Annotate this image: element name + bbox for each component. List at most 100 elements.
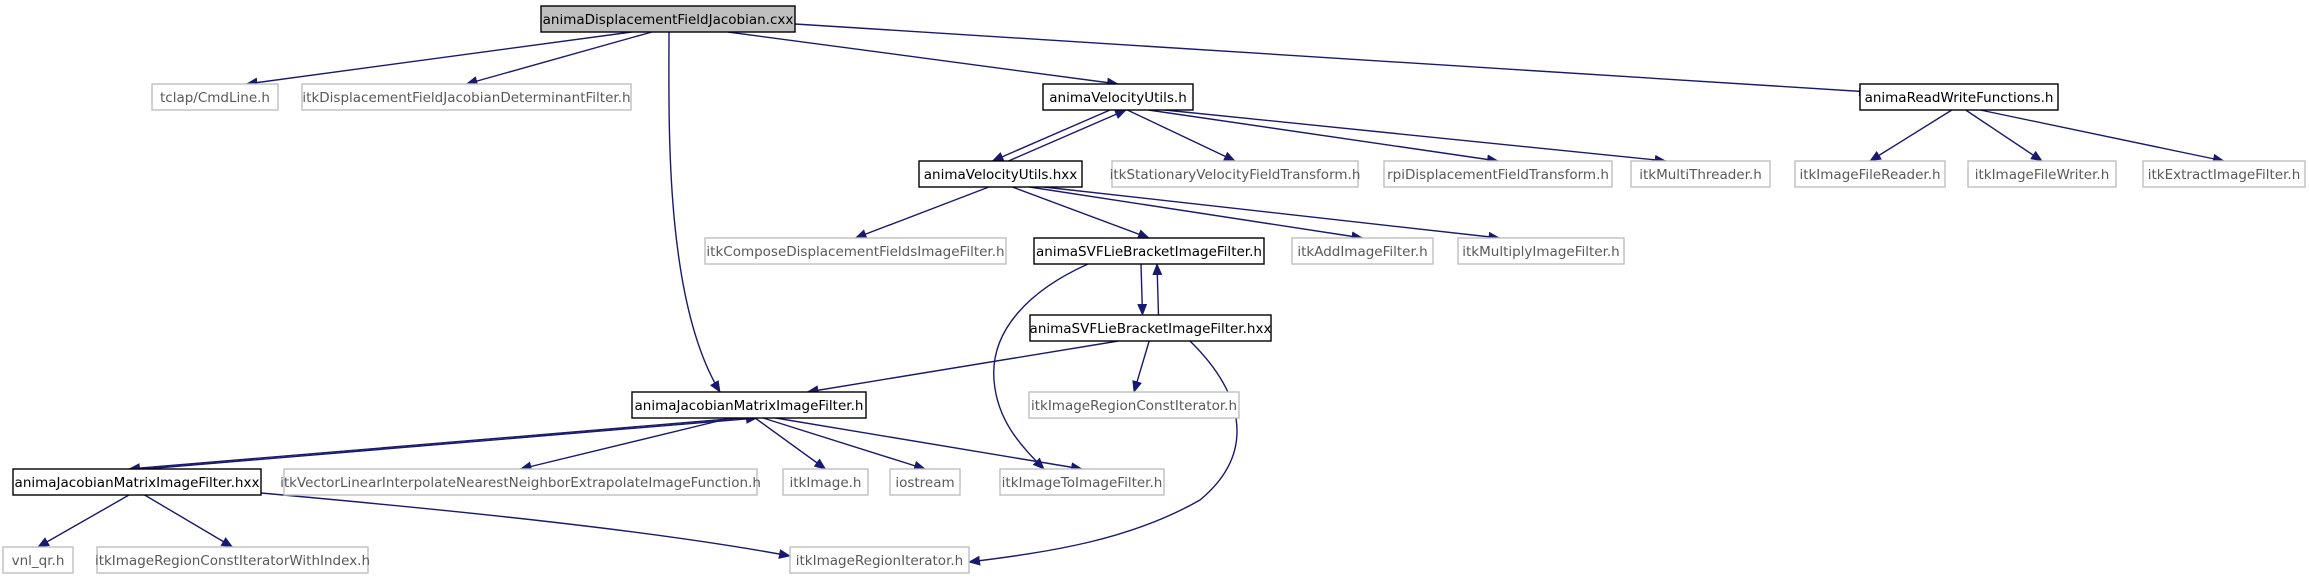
node-box (1630, 160, 1771, 188)
edge-root-to-velU (727, 31, 1119, 88)
node-label: itkImageRegionConstIteratorWithIndex.h (95, 553, 370, 569)
node-itkITIF: itkImageToImageFilter.h (999, 468, 1165, 496)
edge-readW-to-itkIFR (1869, 109, 1953, 162)
edge-jachxx-to-itkIRCIWI (144, 494, 234, 548)
node-itkIRI: itkImageRegionIterator.h (789, 546, 970, 574)
edge-velU-to-itkSVFT (1127, 109, 1236, 162)
node-tclap: tclap/CmdLine.h (151, 83, 279, 111)
node-label: itkVectorLinearInterpolateNearestNeighbo… (280, 475, 761, 491)
node-label: itkImage.h (790, 475, 862, 491)
node-vnl: vnl_qr.h (2, 546, 74, 574)
node-box (283, 468, 758, 496)
edge-velUhxx-to-itkCDF (854, 186, 990, 239)
node-label: itkDisplacementFieldJacobianDeterminantF… (302, 90, 630, 106)
node-label: itkImageToImageFilter.h (1002, 475, 1163, 491)
node-label: vnl_qr.h (12, 553, 65, 569)
node-svfLBhxx[interactable]: animaSVFLieBracketImageFilter.hxx (1029, 314, 1272, 342)
edge-layer (37, 23, 2225, 566)
node-label: animaDisplacementFieldJacobian.cxx (543, 12, 794, 28)
node-label: tclap/CmdLine.h (160, 90, 270, 106)
edge-svfLB-to-svfLBhxx (1137, 263, 1148, 316)
node-label: animaVelocityUtils.h (1049, 90, 1187, 106)
node-label: itkImageRegionIterator.h (796, 553, 963, 569)
edge-readW-to-itkEIF (1980, 109, 2225, 164)
edge-jac-to-itkITIF (775, 417, 1083, 473)
node-box (999, 468, 1165, 496)
node-label: itkImageFileWriter.h (1975, 167, 2110, 183)
node-velUhxx[interactable]: animaVelocityUtils.hxx (918, 160, 1083, 188)
edge-root-to-itkDFJDF (465, 31, 653, 86)
node-itkDFJDF: itkDisplacementFieldJacobianDeterminantF… (301, 83, 632, 111)
edge-jachxx-to-vnl (37, 494, 130, 548)
node-box (1967, 160, 2117, 188)
edge-velUhxx-to-itkAdd (1029, 186, 1364, 242)
node-velU[interactable]: animaVelocityUtils.h (1042, 83, 1194, 111)
node-itkIRCI: itkImageRegionConstIterator.h (1028, 391, 1240, 419)
node-box (704, 237, 1007, 265)
node-root[interactable]: animaDisplacementFieldJacobian.cxx (540, 5, 796, 33)
edge-velUhxx-to-velU (1008, 109, 1127, 162)
node-label: itkImageFileReader.h (1799, 167, 1940, 183)
edge-jachxx-to-jac (144, 413, 758, 470)
node-box (1033, 237, 1265, 265)
node-itkEIF: itkExtractImageFilter.h (2142, 160, 2306, 188)
node-jac[interactable]: animaJacobianMatrixImageFilter.h (631, 391, 867, 419)
node-box (2142, 160, 2306, 188)
node-readW[interactable]: animaReadWriteFunctions.h (1859, 83, 2059, 111)
node-itkCDF: itkComposeDisplacementFieldsImageFilter.… (704, 237, 1007, 265)
edge-root-to-readW (794, 23, 1871, 97)
edge-svfLBhxx-to-svfLB (1152, 263, 1163, 316)
node-svfLB[interactable]: animaSVFLieBracketImageFilter.h (1033, 237, 1265, 265)
node-rpiDFT: rpiDisplacementFieldTransform.h (1383, 160, 1613, 188)
node-box (782, 468, 869, 496)
node-label: itkStationaryVelocityFieldTransform.h (1110, 167, 1361, 183)
node-iostream: iostream (889, 468, 961, 496)
edge-velU-to-velUhxx (991, 109, 1111, 162)
node-label: iostream (895, 475, 954, 491)
node-box (151, 83, 279, 111)
node-box (1859, 83, 2059, 111)
node-label: itkMultiplyImageFilter.h (1462, 244, 1620, 260)
node-label: animaJacobianMatrixImageFilter.hxx (15, 475, 260, 491)
node-box (1028, 391, 1240, 419)
node-box (12, 468, 262, 496)
edge-jachxx-to-itkIRI (260, 492, 791, 559)
node-label: itkImageRegionConstIterator.h (1031, 398, 1237, 414)
node-box (96, 546, 369, 574)
node-box (789, 546, 970, 574)
node-label: animaSVFLieBracketImageFilter.h (1036, 244, 1262, 260)
node-label: itkAddImageFilter.h (1297, 244, 1427, 260)
edge-velU-to-itkMT (1164, 109, 1667, 165)
node-itkMul: itkMultiplyImageFilter.h (1457, 237, 1625, 265)
node-box (2, 546, 74, 574)
node-label: animaVelocityUtils.hxx (924, 167, 1078, 183)
edge-svfLBhxx-to-itkIRCI (1132, 340, 1150, 393)
edge-velUhxx-to-svfLB (1012, 186, 1150, 239)
edge-svfLB-to-itkITIF (993, 263, 1089, 470)
edge-readW-to-itkIFW (1965, 109, 2043, 162)
edge-root-to-tclap (245, 31, 632, 88)
node-box (301, 83, 632, 111)
node-label: itkMultiThreader.h (1639, 167, 1762, 183)
node-itkMT: itkMultiThreader.h (1630, 160, 1771, 188)
edge-svfLBhxx-to-jac (806, 340, 1119, 396)
node-jachxx[interactable]: animaJacobianMatrixImageFilter.hxx (12, 468, 262, 496)
node-itkIFR: itkImageFileReader.h (1794, 160, 1946, 188)
node-itkIFW: itkImageFileWriter.h (1967, 160, 2117, 188)
node-label: animaJacobianMatrixImageFilter.h (635, 398, 864, 414)
edge-jac-to-itkImage (754, 417, 827, 470)
node-itkAdd: itkAddImageFilter.h (1291, 237, 1434, 265)
node-box (1794, 160, 1946, 188)
node-box (918, 160, 1083, 188)
node-box (631, 391, 867, 419)
node-layer: animaDisplacementFieldJacobian.cxx tclap/… (2, 5, 2306, 574)
node-box (1457, 237, 1625, 265)
edge-jac-to-itkVLI (519, 417, 731, 472)
edge-velUhxx-to-itkMul (1043, 186, 1501, 242)
edge-velU-to-rpiDFT (1148, 109, 1499, 165)
edge-root-to-jac (668, 31, 721, 393)
node-box (540, 5, 796, 33)
node-box (1029, 314, 1272, 342)
node-box (1383, 160, 1613, 188)
